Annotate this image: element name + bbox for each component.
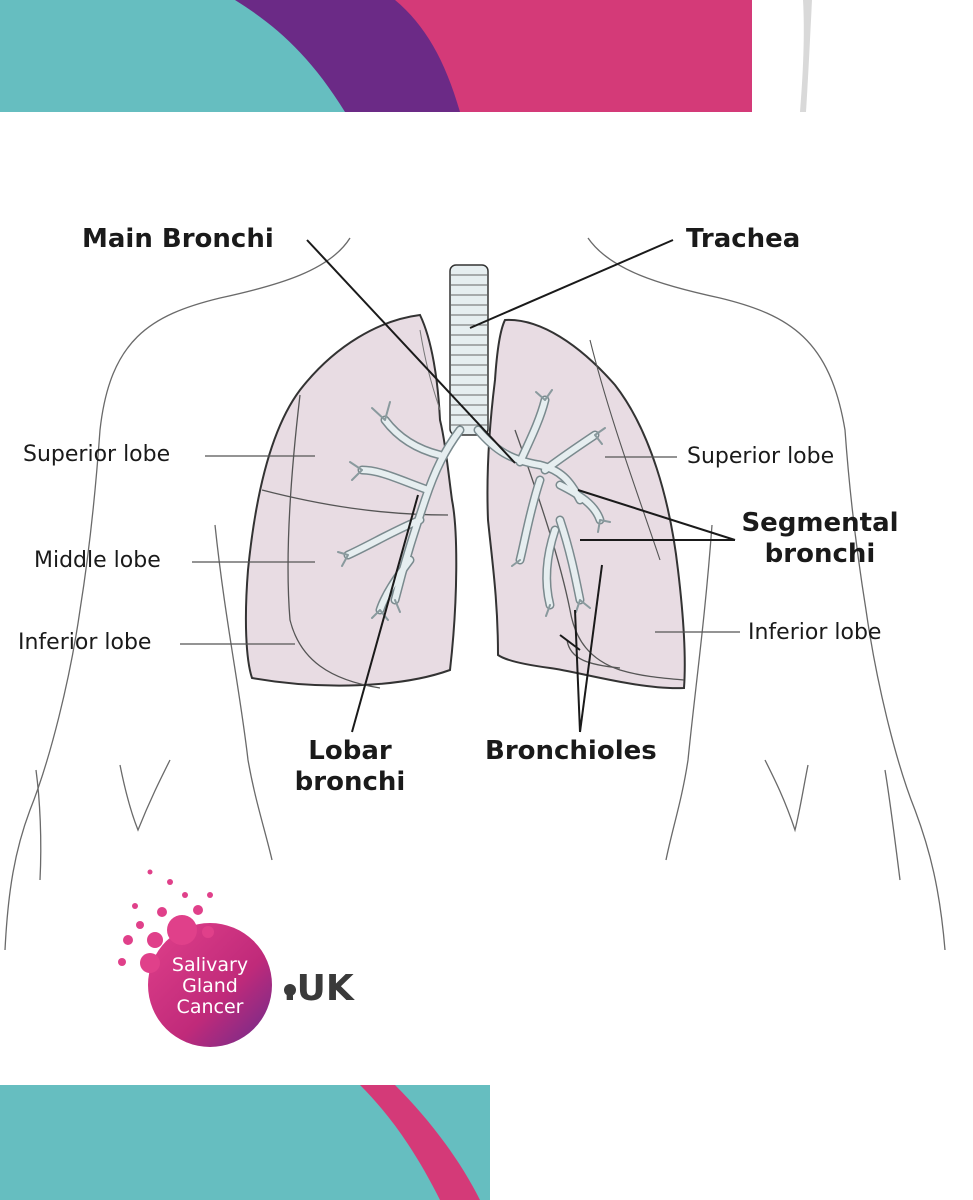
logo-text: Salivary Gland Cancer <box>160 955 260 1018</box>
logo-line-3: Cancer <box>176 996 244 1018</box>
label-inferior-lobe-right-lung: Inferior lobe <box>18 630 152 655</box>
logo-line-1: Salivary <box>171 954 249 976</box>
logo-suffix: .UK <box>283 968 354 1009</box>
trachea-shape <box>449 264 489 436</box>
trachea-leader <box>469 239 674 329</box>
label-superior-lobe-left-lung: Superior lobe <box>687 444 835 469</box>
label-main-bronchi: Main Bronchi <box>82 224 274 254</box>
bronchioles-leader-1 <box>574 609 581 733</box>
bronchial-tree <box>337 389 611 621</box>
label-lobar-bronchi-line2: bronchi <box>294 767 406 798</box>
logo-mark <box>118 869 296 1047</box>
lobar-leader <box>351 494 419 733</box>
label-bronchioles: Bronchioles <box>485 736 657 766</box>
label-inferior-lobe-left-lung: Inferior lobe <box>748 620 882 645</box>
label-segmental-bronchi-line1: Segmental <box>741 508 899 538</box>
label-lobar-bronchi-line1: Lobar <box>308 736 392 766</box>
bronchioles-leader-2 <box>579 564 603 733</box>
label-trachea: Trachea <box>686 224 801 254</box>
label-middle-lobe: Middle lobe <box>34 548 161 573</box>
label-segmental-bronchi: Segmental bronchi <box>730 508 910 570</box>
bottom-banner <box>0 1085 490 1200</box>
leader-lines <box>180 239 740 733</box>
label-segmental-bronchi-line2: bronchi <box>764 539 876 570</box>
top-banner <box>0 0 973 112</box>
main-bronchi-leader <box>306 239 516 464</box>
logo-line-2: Gland <box>182 975 238 997</box>
label-superior-lobe-right-lung: Superior lobe <box>23 442 171 467</box>
body-outline <box>4 237 946 951</box>
segmental-leader-1 <box>577 489 736 541</box>
bronchioles-leader-3 <box>559 634 581 651</box>
label-lobar-bronchi: Lobar bronchi <box>280 736 420 798</box>
